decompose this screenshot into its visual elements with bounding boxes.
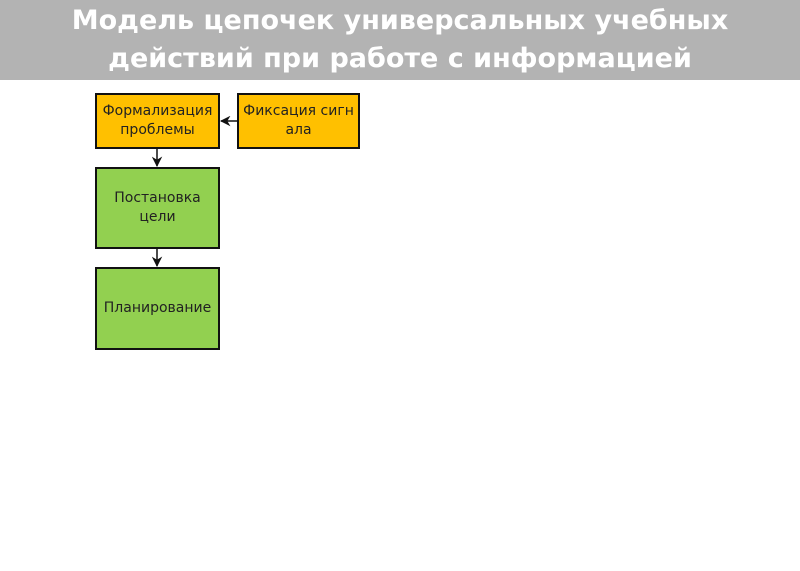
node-goal-label: Постановка цели	[114, 190, 201, 225]
node-formalization-label: Формализация проблемы	[102, 103, 213, 138]
slide-title: Модель цепочек универсальных учебных дей…	[71, 5, 729, 74]
node-fixation: Фиксация сигнала	[237, 93, 360, 149]
node-planning: Планирование	[95, 267, 220, 350]
node-planning-label: Планирование	[103, 300, 212, 316]
node-formalization: Формализация проблемы	[95, 93, 220, 149]
node-goal: Постановка цели	[95, 167, 220, 249]
title-bar: Модель цепочек универсальных учебных дей…	[0, 0, 800, 80]
node-fixation-label: Фиксация сигнала	[243, 103, 354, 138]
